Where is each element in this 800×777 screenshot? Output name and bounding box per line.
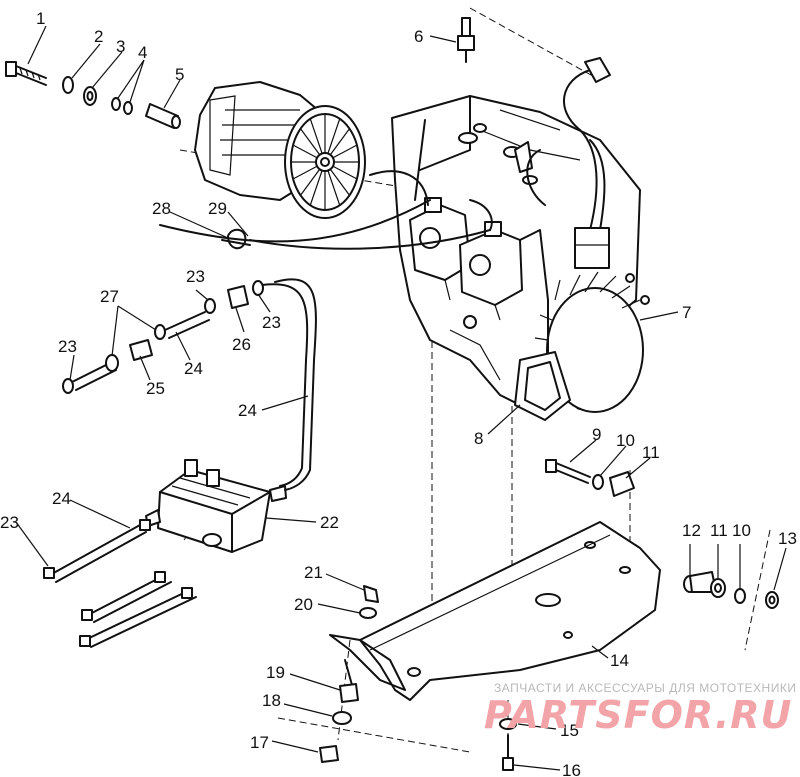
clutch-bolt (5, 61, 47, 86)
callout-labels: 1 2 3 4 5 6 7 8 9 10 11 12 11 10 13 14 1… (0, 9, 797, 777)
bottom-bolt (499, 718, 517, 771)
throttle-cables (159, 170, 493, 250)
callout-18: 18 (262, 691, 281, 710)
callout-2: 2 (94, 27, 103, 46)
callout-5: 5 (175, 65, 184, 84)
callout-9: 9 (592, 425, 601, 444)
callout-11a: 11 (642, 443, 660, 462)
watermark-brand: PARTSFOR.RU (484, 693, 792, 737)
callout-28: 28 (152, 199, 171, 218)
spark-plug (457, 17, 475, 63)
callout-26: 26 (232, 335, 251, 354)
carburetors (409, 197, 523, 321)
callout-21: 21 (304, 563, 323, 582)
callout-6: 6 (414, 27, 423, 46)
callout-11b: 11 (710, 521, 728, 540)
callout-12: 12 (682, 521, 701, 540)
callout-10a: 10 (616, 431, 635, 450)
callout-3: 3 (116, 37, 125, 56)
fuel-pump (145, 459, 287, 553)
callout-24a: 24 (52, 489, 71, 508)
cable-clamp (221, 228, 251, 250)
callout-24b: 24 (184, 359, 203, 378)
callout-19: 19 (266, 663, 285, 682)
callout-4: 4 (138, 43, 147, 62)
callout-23b: 23 (186, 267, 205, 286)
callout-23d: 23 (262, 313, 281, 332)
callout-15: 15 (560, 721, 579, 740)
mount-dampers (592, 471, 779, 609)
recoil-housing (519, 229, 644, 413)
callout-20: 20 (294, 595, 313, 614)
callout-27: 27 (100, 287, 119, 306)
callout-23a: 23 (0, 513, 19, 532)
callout-29: 29 (208, 199, 227, 218)
fuel-fittings (43, 280, 264, 647)
clutch-spacer (145, 103, 181, 129)
callout-25: 25 (146, 379, 165, 398)
callout-7: 7 (682, 303, 691, 322)
watermark: ЗАПЧАСТИ И АКСЕССУАРЫ ДЛЯ МОТОТЕХНИКИ PA… (484, 681, 796, 737)
clutch-washers (62, 76, 133, 115)
callout-23c: 23 (58, 337, 77, 356)
watermark-tagline: ЗАПЧАСТИ И АКСЕССУАРЫ ДЛЯ МОТОТЕХНИКИ (494, 681, 796, 695)
callout-16: 16 (562, 761, 581, 777)
callout-14: 14 (610, 651, 629, 670)
callout-10b: 10 (732, 521, 751, 540)
callout-1: 1 (36, 9, 45, 28)
mount-bolt-right (545, 459, 591, 484)
callout-17: 17 (250, 733, 269, 752)
mount-stud-left (319, 585, 379, 763)
plug-wires (526, 57, 611, 269)
engine-mount-plate (329, 521, 661, 701)
callout-8: 8 (474, 429, 483, 448)
callout-24c: 24 (238, 401, 257, 420)
starter-handle (514, 351, 571, 421)
callout-22: 22 (320, 513, 339, 532)
leader-lines (15, 25, 787, 771)
drive-clutch (194, 81, 366, 219)
callout-13: 13 (778, 529, 797, 548)
fuel-lines (49, 278, 317, 648)
